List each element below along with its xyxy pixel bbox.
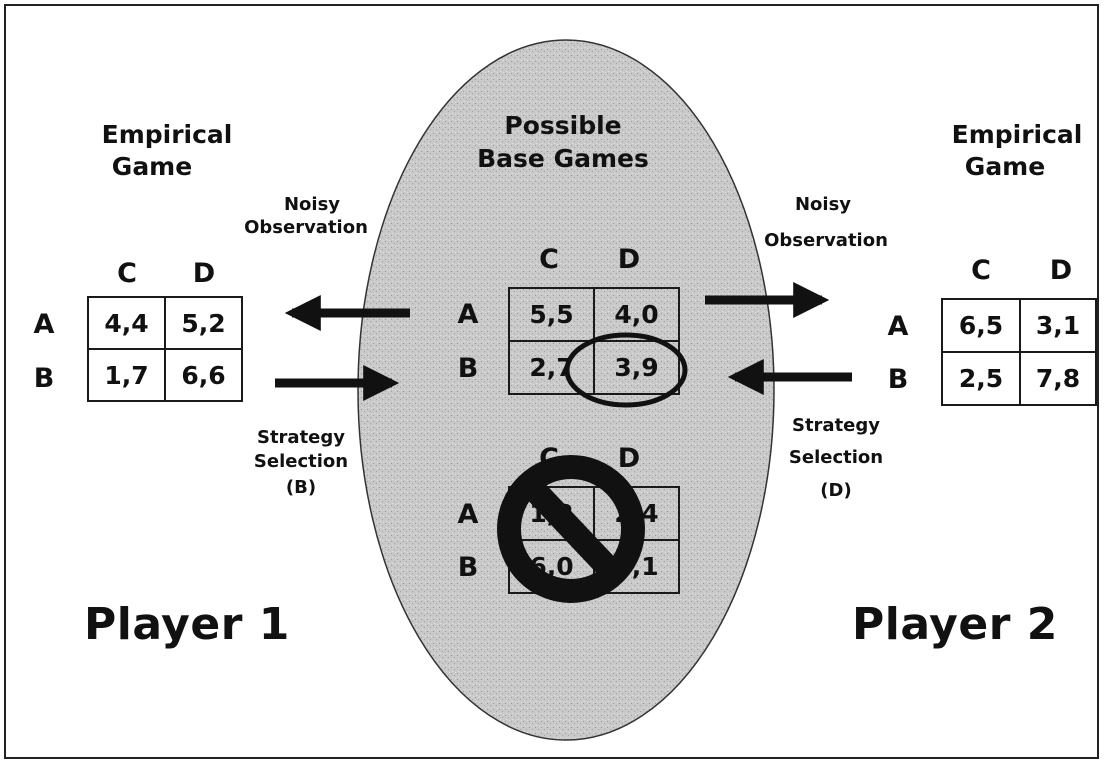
prohibition-sign [497,455,645,603]
diagram-frame [4,4,1099,759]
right-strategy-label-line3: (D) [820,480,852,501]
center-game1-cell-a-d: 4,0 [593,287,680,342]
left-cell-a-d: 5,2 [164,296,243,350]
left-noisy-label-line2: Observation [244,217,368,238]
right-noisy-label-line2: Observation [764,230,888,251]
center-game2-col-label-c: C [539,443,559,474]
right-header-line2: Game [964,152,1046,181]
left-row-label-a: A [33,309,55,340]
right-noisy-label-line1: Noisy [794,194,852,215]
highlight-circle [564,332,688,408]
left-header-line1: Empirical [101,120,233,149]
center-game1-col-label-d: D [617,244,641,275]
right-strategy-label-line1: Strategy [791,415,881,436]
left-row-label-b: B [33,363,55,394]
left-strategy-label-line2: Selection [253,451,349,472]
right-col-label-c: C [971,255,991,286]
center-game2-col-label-d: D [617,443,641,474]
center-header-line2: Base Games [477,144,649,173]
left-col-label-d: D [192,258,216,289]
left-strategy-label-line1: Strategy [256,427,346,448]
center-game2-row-label-b: B [457,552,479,583]
left-cell-b-d: 6,6 [164,348,243,402]
player-2-label: Player 2 [852,599,1058,650]
base-games-ellipse [357,39,775,741]
right-strategy-label-line2: Selection [788,447,884,468]
right-row-label-a: A [887,311,909,342]
left-strategy-label-line3: (B) [285,477,317,498]
center-game1-row-label-b: B [457,353,479,384]
center-game1-cell-b-d: 3,9 [593,340,680,395]
left-header-line2: Game [111,152,193,181]
center-game1-col-label-c: C [539,244,559,275]
right-header-line1: Empirical [951,120,1083,149]
right-col-label-d: D [1049,255,1073,286]
right-cell-a-d: 3,1 [1019,298,1097,353]
center-game2-row-label-a: A [457,499,479,530]
right-cell-b-d: 7,8 [1019,351,1097,406]
right-row-label-b: B [887,364,909,395]
center-header-line1: Possible [504,111,622,140]
left-col-label-c: C [117,258,137,289]
left-noisy-label-line1: Noisy [283,194,341,215]
center-game1-row-label-a: A [457,299,479,330]
player-1-label: Player 1 [84,599,290,650]
